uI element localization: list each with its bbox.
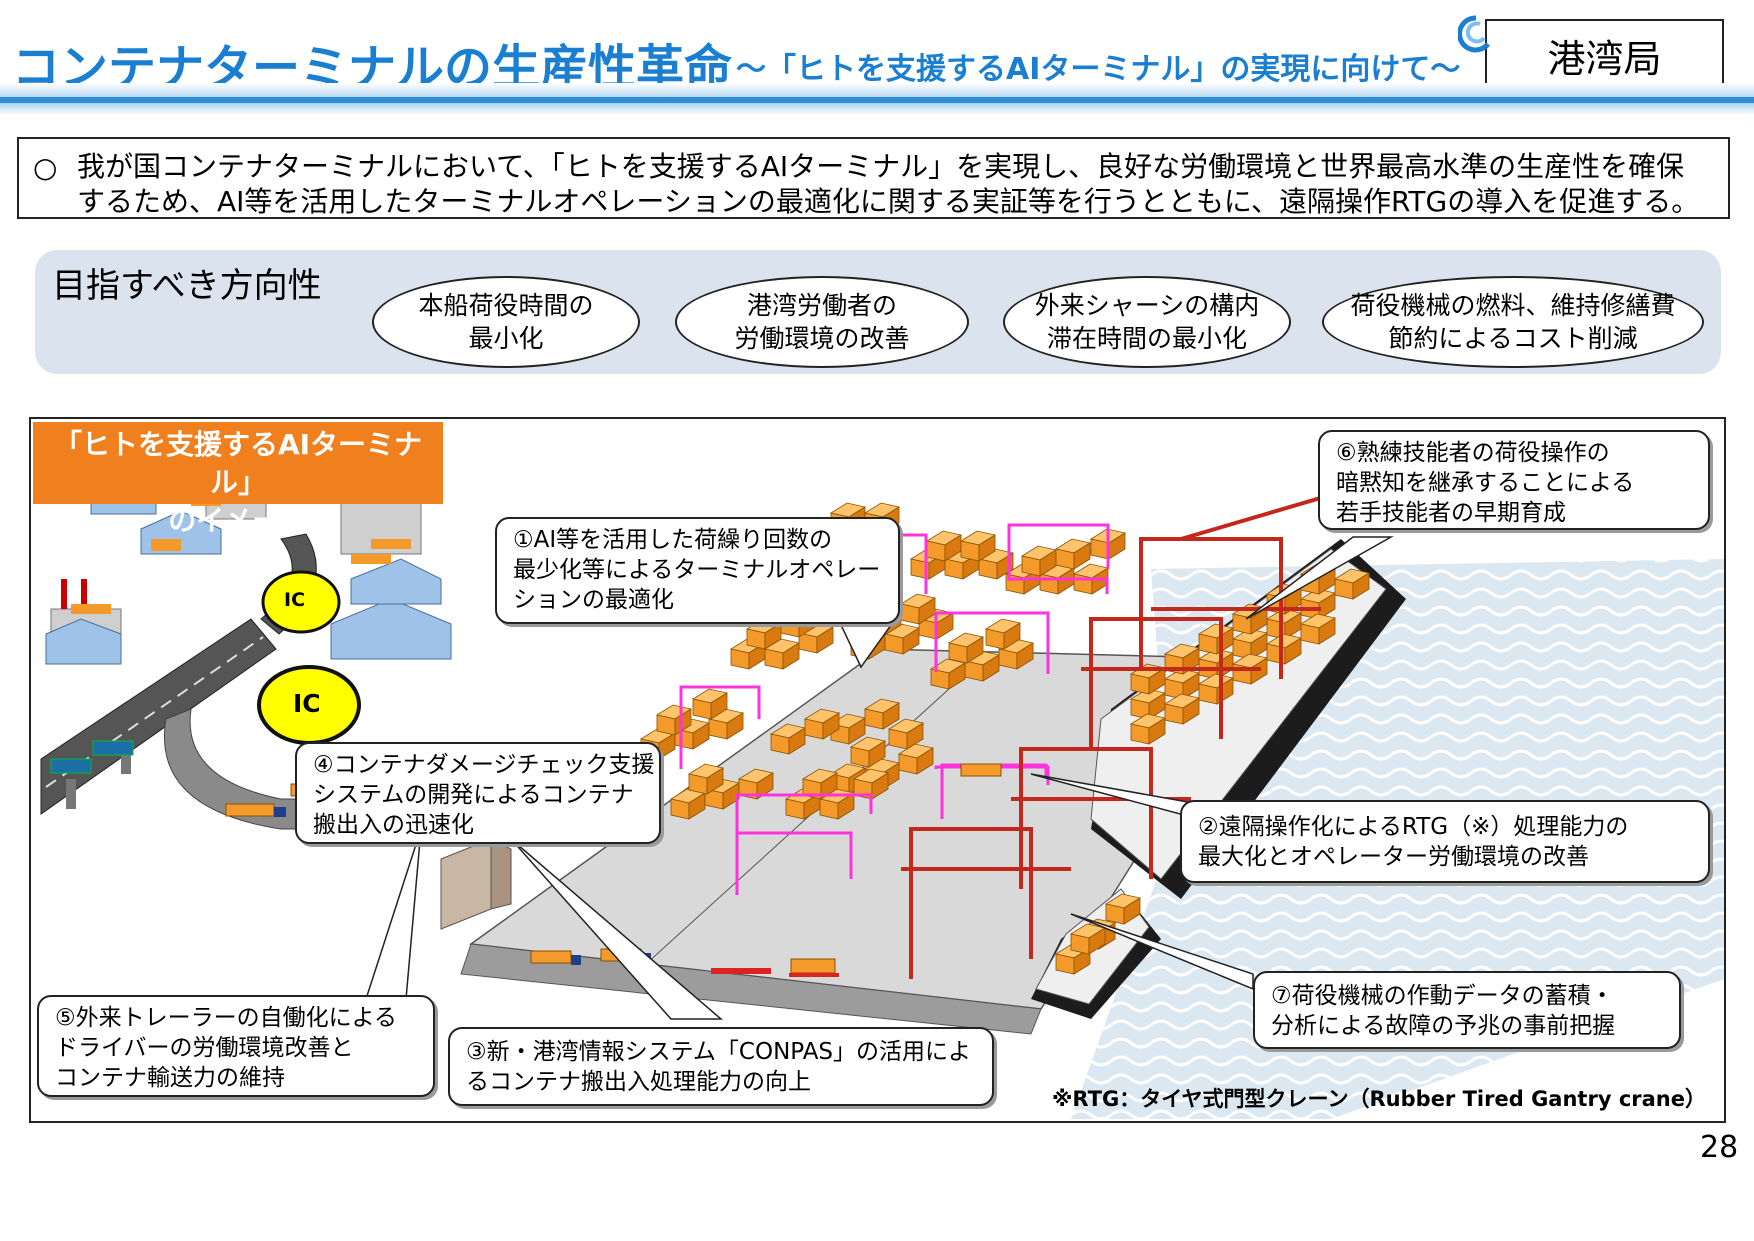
goal-2-line-2: 労働環境の改善: [734, 324, 910, 353]
callout-2: ②遠隔操作化によるRTG（※）処理能力の 最大化とオペレーター労働環境の改善: [1180, 800, 1710, 883]
goal-4-line-2: 節約によるコスト削減: [1388, 324, 1638, 353]
emblem-icon: [1458, 15, 1490, 53]
summary-bullet: ○: [33, 151, 58, 184]
page-subtitle: 〜「ヒトを支援するAIターミナル」の実現に向けて〜: [736, 52, 1461, 87]
bureau-label: 港湾局: [1485, 19, 1724, 91]
callout-6-line-1: ⑥熟練技能者の荷役操作の: [1336, 440, 1610, 466]
summary-line-1: 我が国コンテナターミナルにおいて、「ヒトを支援するAIターミナル」を実現し、良好…: [77, 150, 1685, 183]
callout-1: ①AI等を活用した荷繰り回数の 最少化等によるターミナルオペレー ションの最適化: [495, 517, 900, 624]
goal-ellipse-1: 本船荷役時間の 最小化: [372, 276, 640, 368]
goal-4-line-1: 荷役機械の燃料、維持修繕費: [1350, 291, 1676, 320]
callout-1-line-2: 最少化等によるターミナルオペレー: [513, 557, 881, 583]
goal-ellipse-2: 港湾労働者の 労働環境の改善: [675, 276, 969, 368]
ic-label-small: IC: [284, 589, 306, 611]
callout-pointers: [364, 536, 1394, 1020]
callout-6-line-3: 若手技能者の早期育成: [1336, 500, 1566, 526]
callout-3: ③新・港湾情報システム「CONPAS」の活用によ るコンテナ搬出入処理能力の向上: [448, 1027, 994, 1106]
terminal-image-frame: [29, 417, 1726, 1123]
gantry-cranes: [901, 487, 1352, 979]
callout-7-line-2: 分析による故障の予兆の事前把握: [1271, 1013, 1616, 1039]
callout-7-line-1: ⑦荷役機械の作動データの蓄積・: [1271, 983, 1614, 1009]
gate-building: [440, 838, 512, 930]
callout-5-line-2: ドライバーの労働環境改善と: [55, 1035, 354, 1061]
goal-ellipse-4: 荷役機械の燃料、維持修繕費 節約によるコスト削減: [1322, 276, 1704, 368]
callout-4-line-3: 搬出入の迅速化: [313, 812, 474, 838]
goal-2-line-1: 港湾労働者の: [746, 291, 897, 320]
callout-5-line-1: ⑤外来トレーラーの自働化による: [55, 1005, 397, 1031]
goal-ellipse-3: 外来シャーシの構内 滞在時間の最小化: [1003, 276, 1291, 368]
callout-6-line-2: 暗黙知を継承することによる: [1336, 470, 1635, 496]
ic-markers: [257, 570, 361, 745]
callout-6: ⑥熟練技能者の荷役操作の 暗黙知を継承することによる 若手技能者の早期育成: [1318, 430, 1710, 530]
callout-7: ⑦荷役機械の作動データの蓄積・ 分析による故障の予兆の事前把握: [1253, 971, 1681, 1049]
callout-1-line-1: ①AI等を活用した荷繰り回数の: [513, 527, 833, 553]
callout-2-line-2: 最大化とオペレーター労働環境の改善: [1198, 844, 1589, 870]
header-band-top: [0, 83, 1754, 97]
callout-4-line-1: ④コンテナダメージチェック支援: [313, 752, 655, 778]
goal-3-line-1: 外来シャーシの構内: [1034, 291, 1260, 320]
goal-1-line-1: 本船荷役時間の: [418, 291, 594, 320]
callout-5: ⑤外来トレーラーの自働化による ドライバーの労働環境改善と コンテナ輸送力の維持: [37, 995, 435, 1097]
summary-box: ○ 我が国コンテナターミナルにおいて、「ヒトを支援するAIターミナル」を実現し、…: [17, 137, 1730, 219]
callout-3-line-2: るコンテナ搬出入処理能力の向上: [466, 1069, 811, 1095]
callout-1-line-3: ションの最適化: [513, 587, 674, 613]
goal-1-line-2: 最小化: [468, 324, 544, 353]
header-band-line: [0, 97, 1754, 103]
image-title-line-1: 「ヒトを支援するAIターミナル」: [53, 428, 423, 499]
callout-2-line-1: ②遠隔操作化によるRTG（※）処理能力の: [1198, 814, 1629, 840]
factories-warehouses: [45, 459, 452, 665]
header-band-bottom: [0, 103, 1754, 115]
goal-3-line-2: 滞在時間の最小化: [1046, 324, 1247, 353]
callout-4-line-2: システムの開発によるコンテナ: [313, 782, 634, 808]
ic-label-large: IC: [293, 689, 321, 718]
callout-3-line-1: ③新・港湾情報システム「CONPAS」の活用によ: [466, 1039, 972, 1065]
image-title-label: 「ヒトを支援するAIターミナル」 のイメージ: [33, 422, 443, 537]
callout-4: ④コンテナダメージチェック支援 システムの開発によるコンテナ 搬出入の迅速化: [295, 742, 661, 844]
bureau-text: 港湾局: [1547, 36, 1662, 81]
callout-5-line-3: コンテナ輸送力の維持: [55, 1065, 285, 1091]
rtg-footnote: ※RTG：タイヤ式門型クレーン（Rubber Tired Gantry cran…: [1051, 1087, 1706, 1111]
image-title-line-2: のイメージ: [168, 504, 308, 537]
terminal-illustration: [40, 459, 1724, 1119]
direction-label: 目指すべき方向性: [52, 266, 322, 306]
page-number: 28: [1700, 1130, 1739, 1165]
summary-line-2: するため、AI等を活用したターミナルオペレーションの最適化に関する実証等を行うと…: [77, 185, 1700, 218]
